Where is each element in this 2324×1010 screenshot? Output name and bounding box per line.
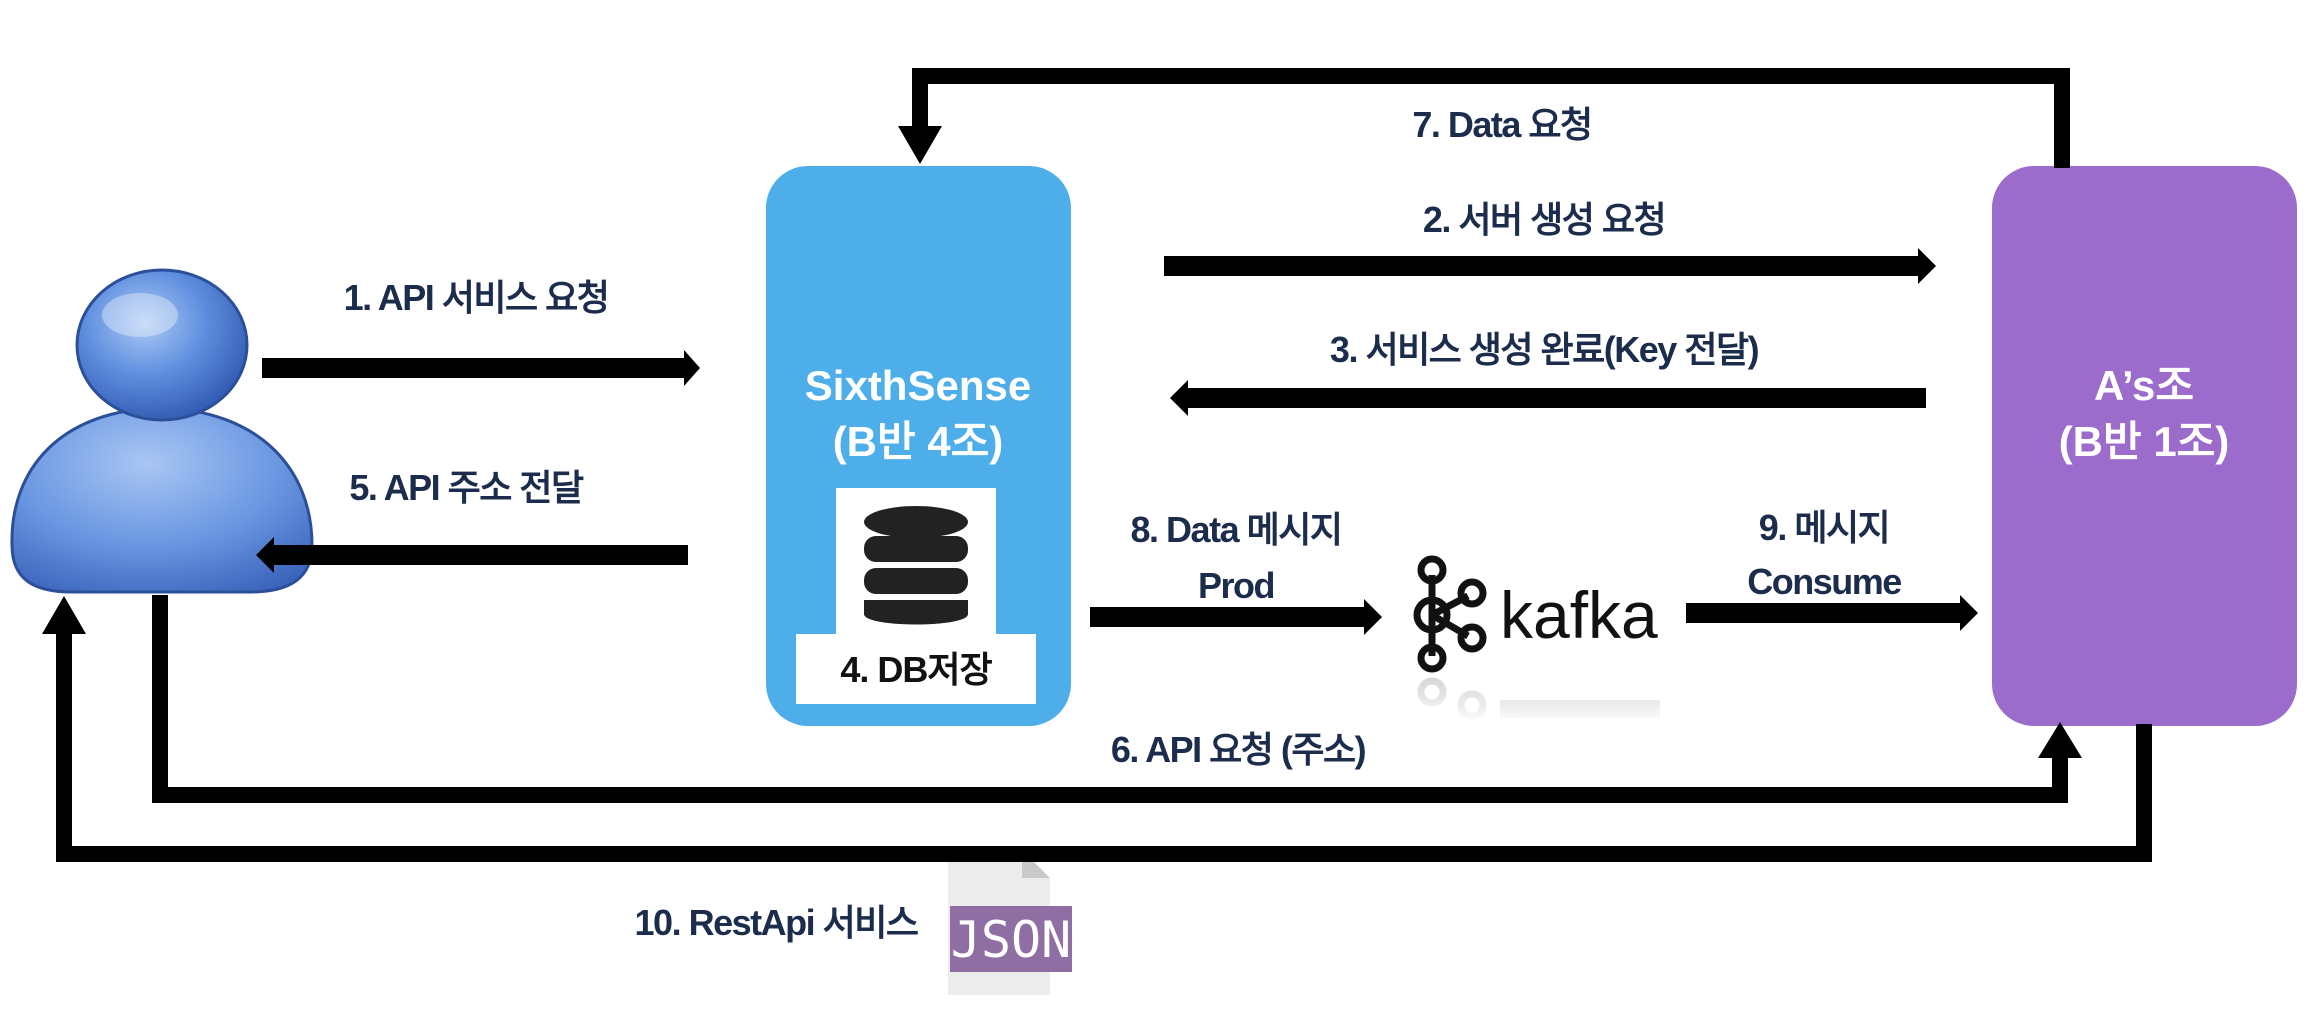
- arrow-step-3: [1170, 380, 1926, 416]
- arrow-step-7: [898, 68, 2070, 168]
- step-3-label: 3. 서비스 생성 완료(Key 전달): [1330, 329, 1759, 370]
- database-icon: [864, 506, 968, 625]
- arrow-step-2: [1164, 248, 1936, 284]
- json-label: JSON: [951, 911, 1071, 969]
- db-save-caption: 4. DB저장: [840, 649, 992, 690]
- arrow-step-6: [152, 595, 2082, 803]
- arrow-step-10: [42, 596, 2152, 862]
- as-team-node: A’s조 (B반 1조): [1992, 166, 2297, 726]
- user-icon: [10, 268, 314, 594]
- sixthsense-title: SixthSense: [805, 362, 1031, 409]
- as-team-title: A’s조: [2094, 362, 2194, 409]
- arrow-step-1: [262, 350, 700, 386]
- step-8-label-line1: 8. Data 메시지: [1131, 509, 1342, 550]
- as-team-subtitle: (B반 1조): [2059, 418, 2230, 465]
- step-9-label-line2: Consume: [1747, 561, 1901, 602]
- kafka-label: kafka: [1500, 578, 1658, 652]
- step-9-label-line1: 9. 메시지: [1759, 507, 1889, 548]
- step-10-label: 10. RestApi 서비스: [635, 902, 918, 943]
- step-8-label-line2: Prod: [1198, 565, 1274, 606]
- arrow-step-8: [1090, 599, 1382, 635]
- step-1-label: 1. API 서비스 요청: [344, 277, 609, 318]
- json-file-icon: JSON: [948, 850, 1072, 995]
- arrow-step-9: [1686, 595, 1978, 631]
- step-7-label: 7. Data 요청: [1412, 104, 1591, 145]
- sixthsense-subtitle: (B반 4조): [833, 418, 1004, 465]
- sixthsense-node: SixthSense (B반 4조) 4. DB저장: [766, 166, 1071, 726]
- step-6-label: 6. API 요청 (주소): [1111, 729, 1366, 770]
- step-2-label: 2. 서버 생성 요청: [1423, 199, 1665, 240]
- arrow-step-5: [256, 537, 688, 573]
- kafka-icon: kafka: [1410, 555, 1680, 726]
- step-5-label: 5. API 주소 전달: [349, 467, 584, 508]
